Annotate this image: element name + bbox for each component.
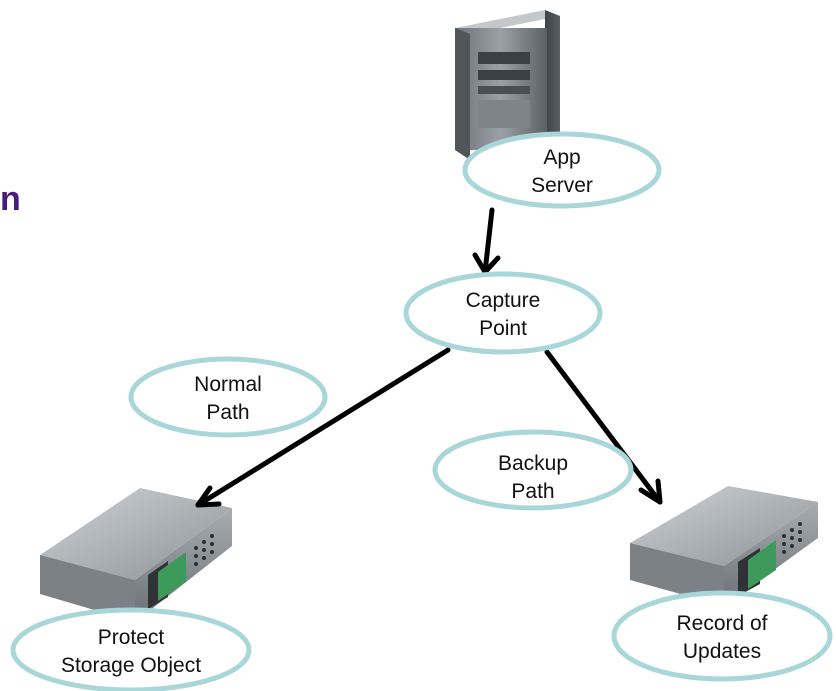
- app-server-ellipse: [462, 131, 662, 209]
- normal-path-line1: Normal: [194, 373, 262, 396]
- capture-point-ellipse: [403, 271, 603, 355]
- capture-point-line2: Point: [479, 317, 527, 340]
- backup-path-line2: Path: [511, 480, 555, 503]
- app-server-label: App Server: [502, 144, 622, 200]
- app-server-line2: Server: [531, 174, 593, 197]
- protect-storage-line1: Protect: [97, 626, 165, 649]
- arrow-capture-to-record: [544, 349, 663, 505]
- arrow-capture-to-protect: [195, 347, 451, 508]
- normal-path-line2: Path: [206, 401, 250, 424]
- record-updates-line1: Record of: [676, 612, 768, 635]
- capture-point-label: Capture Point: [443, 287, 563, 343]
- clipped-heading-fragment: n: [0, 180, 21, 218]
- storage-appliance-icon-right: [630, 486, 818, 606]
- backup-path-ellipse: [432, 429, 634, 511]
- backup-path-line1: Backup: [497, 452, 569, 475]
- record-updates-label: Record of Updates: [652, 610, 792, 666]
- protect-storage-ellipse: [10, 607, 252, 691]
- connector-arrows: [195, 207, 663, 508]
- tower-server-icon: [455, 10, 560, 160]
- backup-path-label: Backup Path: [473, 450, 593, 506]
- storage-appliance-icon-left: [40, 488, 232, 622]
- arrow-app-to-capture: [472, 207, 501, 275]
- capture-point-line1: Capture: [465, 289, 541, 312]
- record-updates-line2: Updates: [682, 640, 762, 663]
- app-server-line1: App: [543, 146, 581, 169]
- normal-path-label: Normal Path: [168, 371, 288, 427]
- protect-storage-line2: Storage Object: [60, 654, 202, 677]
- record-updates-ellipse: [611, 590, 833, 682]
- protect-storage-label: Protect Storage Object: [41, 624, 221, 680]
- normal-path-ellipse: [128, 356, 328, 438]
- label-ellipses: [10, 131, 833, 691]
